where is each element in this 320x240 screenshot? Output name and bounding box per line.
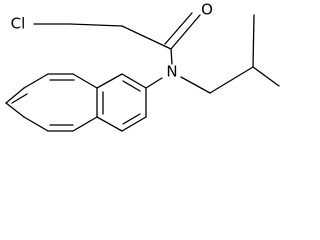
bond-carbonyl-n	[170, 48, 173, 65]
bond-ring-r-inner-b	[122, 113, 141, 125]
bond-ring-l-3	[23, 73, 49, 89]
bond-ch2-cl-link	[69, 23, 123, 27]
bond-ring-l-4	[5, 87, 25, 104]
atom-label-oxygen: O	[201, 1, 213, 19]
bond-ring-l-5	[5, 102, 25, 118]
bond-ring-l-1	[72, 73, 98, 89]
bond-ring-r-2	[96, 73, 123, 89]
bond-ring-l-8	[72, 116, 98, 132]
bond-ch2-carbonyl	[121, 25, 172, 50]
structure-diagram: Cl O N	[5, 1, 280, 132]
bond-ch-methyl-right	[252, 66, 280, 87]
molecule-structure: Cl O N	[5, 1, 280, 132]
atom-label-nitrogen: N	[166, 63, 177, 81]
bond-ch-methyl-top	[252, 14, 255, 68]
bond-carbonyl-o-outer	[170, 14, 201, 50]
bond-ring-r-1	[121, 73, 147, 89]
bond-ch2-ch	[209, 66, 254, 94]
bond-ring-r-5	[121, 116, 147, 132]
bond-ring-r-inner-a	[122, 80, 141, 92]
bond-n-naphthyl	[145, 77, 163, 89]
bond-ring-r-4	[96, 116, 123, 132]
bond-ring-l-inner-b	[11, 93, 28, 104]
bond-n-ch2	[180, 76, 211, 94]
bond-ring-l-6	[23, 116, 49, 132]
bond-carbonyl-o-inner	[164, 12, 193, 45]
atom-label-chlorine: Cl	[11, 15, 26, 33]
